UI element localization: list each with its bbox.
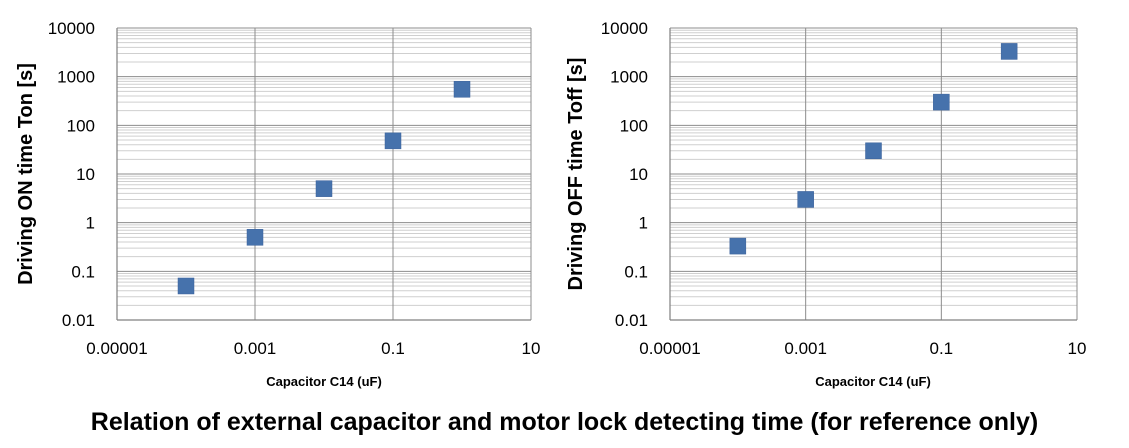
chart-driving-on-time: 10000 1000 100 10 1 0.1 0.01 0.00001 0.001 0.1 10C… [15, 19, 540, 389]
y-axis-title: Driving OFF time Toff [s] [565, 58, 587, 291]
y-tick-label: 1 [86, 214, 95, 233]
y-tick-label: 0.01 [62, 311, 95, 330]
data-point [177, 277, 195, 295]
data-point [729, 237, 747, 255]
data-point [797, 191, 814, 208]
x-tick-label: 10 [522, 339, 541, 358]
y-tick-label: 10000 [601, 19, 648, 38]
y-axis-title: Driving ON time Ton [s] [15, 63, 37, 285]
y-tick-label: 1000 [57, 68, 95, 87]
x-axis-title: Capacitor C14 (uF) [266, 374, 382, 389]
x-tick-label: 0.1 [381, 339, 405, 358]
x-axis-title: Capacitor C14 (uF) [815, 374, 931, 389]
x-tick-label: 0.001 [234, 339, 277, 358]
y-tick-label: 100 [620, 116, 648, 135]
data-point [246, 229, 264, 246]
data-point [865, 142, 882, 160]
y-tick-label: 10 [76, 165, 95, 184]
y-tick-label: 1000 [610, 68, 648, 87]
data-point [453, 81, 471, 98]
y-tick-label: 1 [639, 214, 648, 233]
y-tick-label: 10 [629, 165, 648, 184]
x-tick-label: 0.00001 [639, 339, 700, 358]
y-tick-label: 10000 [48, 19, 95, 38]
y-tick-label: 0.1 [624, 262, 648, 281]
data-point [1000, 43, 1018, 60]
data-point [933, 93, 950, 111]
y-tick-label: 0.1 [71, 262, 95, 281]
x-tick-label: 0.00001 [86, 339, 147, 358]
x-tick-label: 0.1 [930, 339, 954, 358]
data-point [384, 132, 402, 150]
data-point [315, 180, 333, 197]
y-tick-label: 100 [67, 116, 95, 135]
chart-driving-off-time: 10000 1000 100 10 1 0.1 0.01 0.00001 0.001 0.1 10C… [565, 19, 1086, 389]
x-tick-label: 0.001 [784, 339, 827, 358]
x-tick-label: 10 [1068, 339, 1087, 358]
y-tick-label: 0.01 [615, 311, 648, 330]
figure-caption: Relation of external capacitor and motor… [90, 408, 1039, 436]
charts-area: 10000 1000 100 10 1 0.1 0.01 0.00001 0.001 0.1 10C… [15, 19, 1086, 389]
